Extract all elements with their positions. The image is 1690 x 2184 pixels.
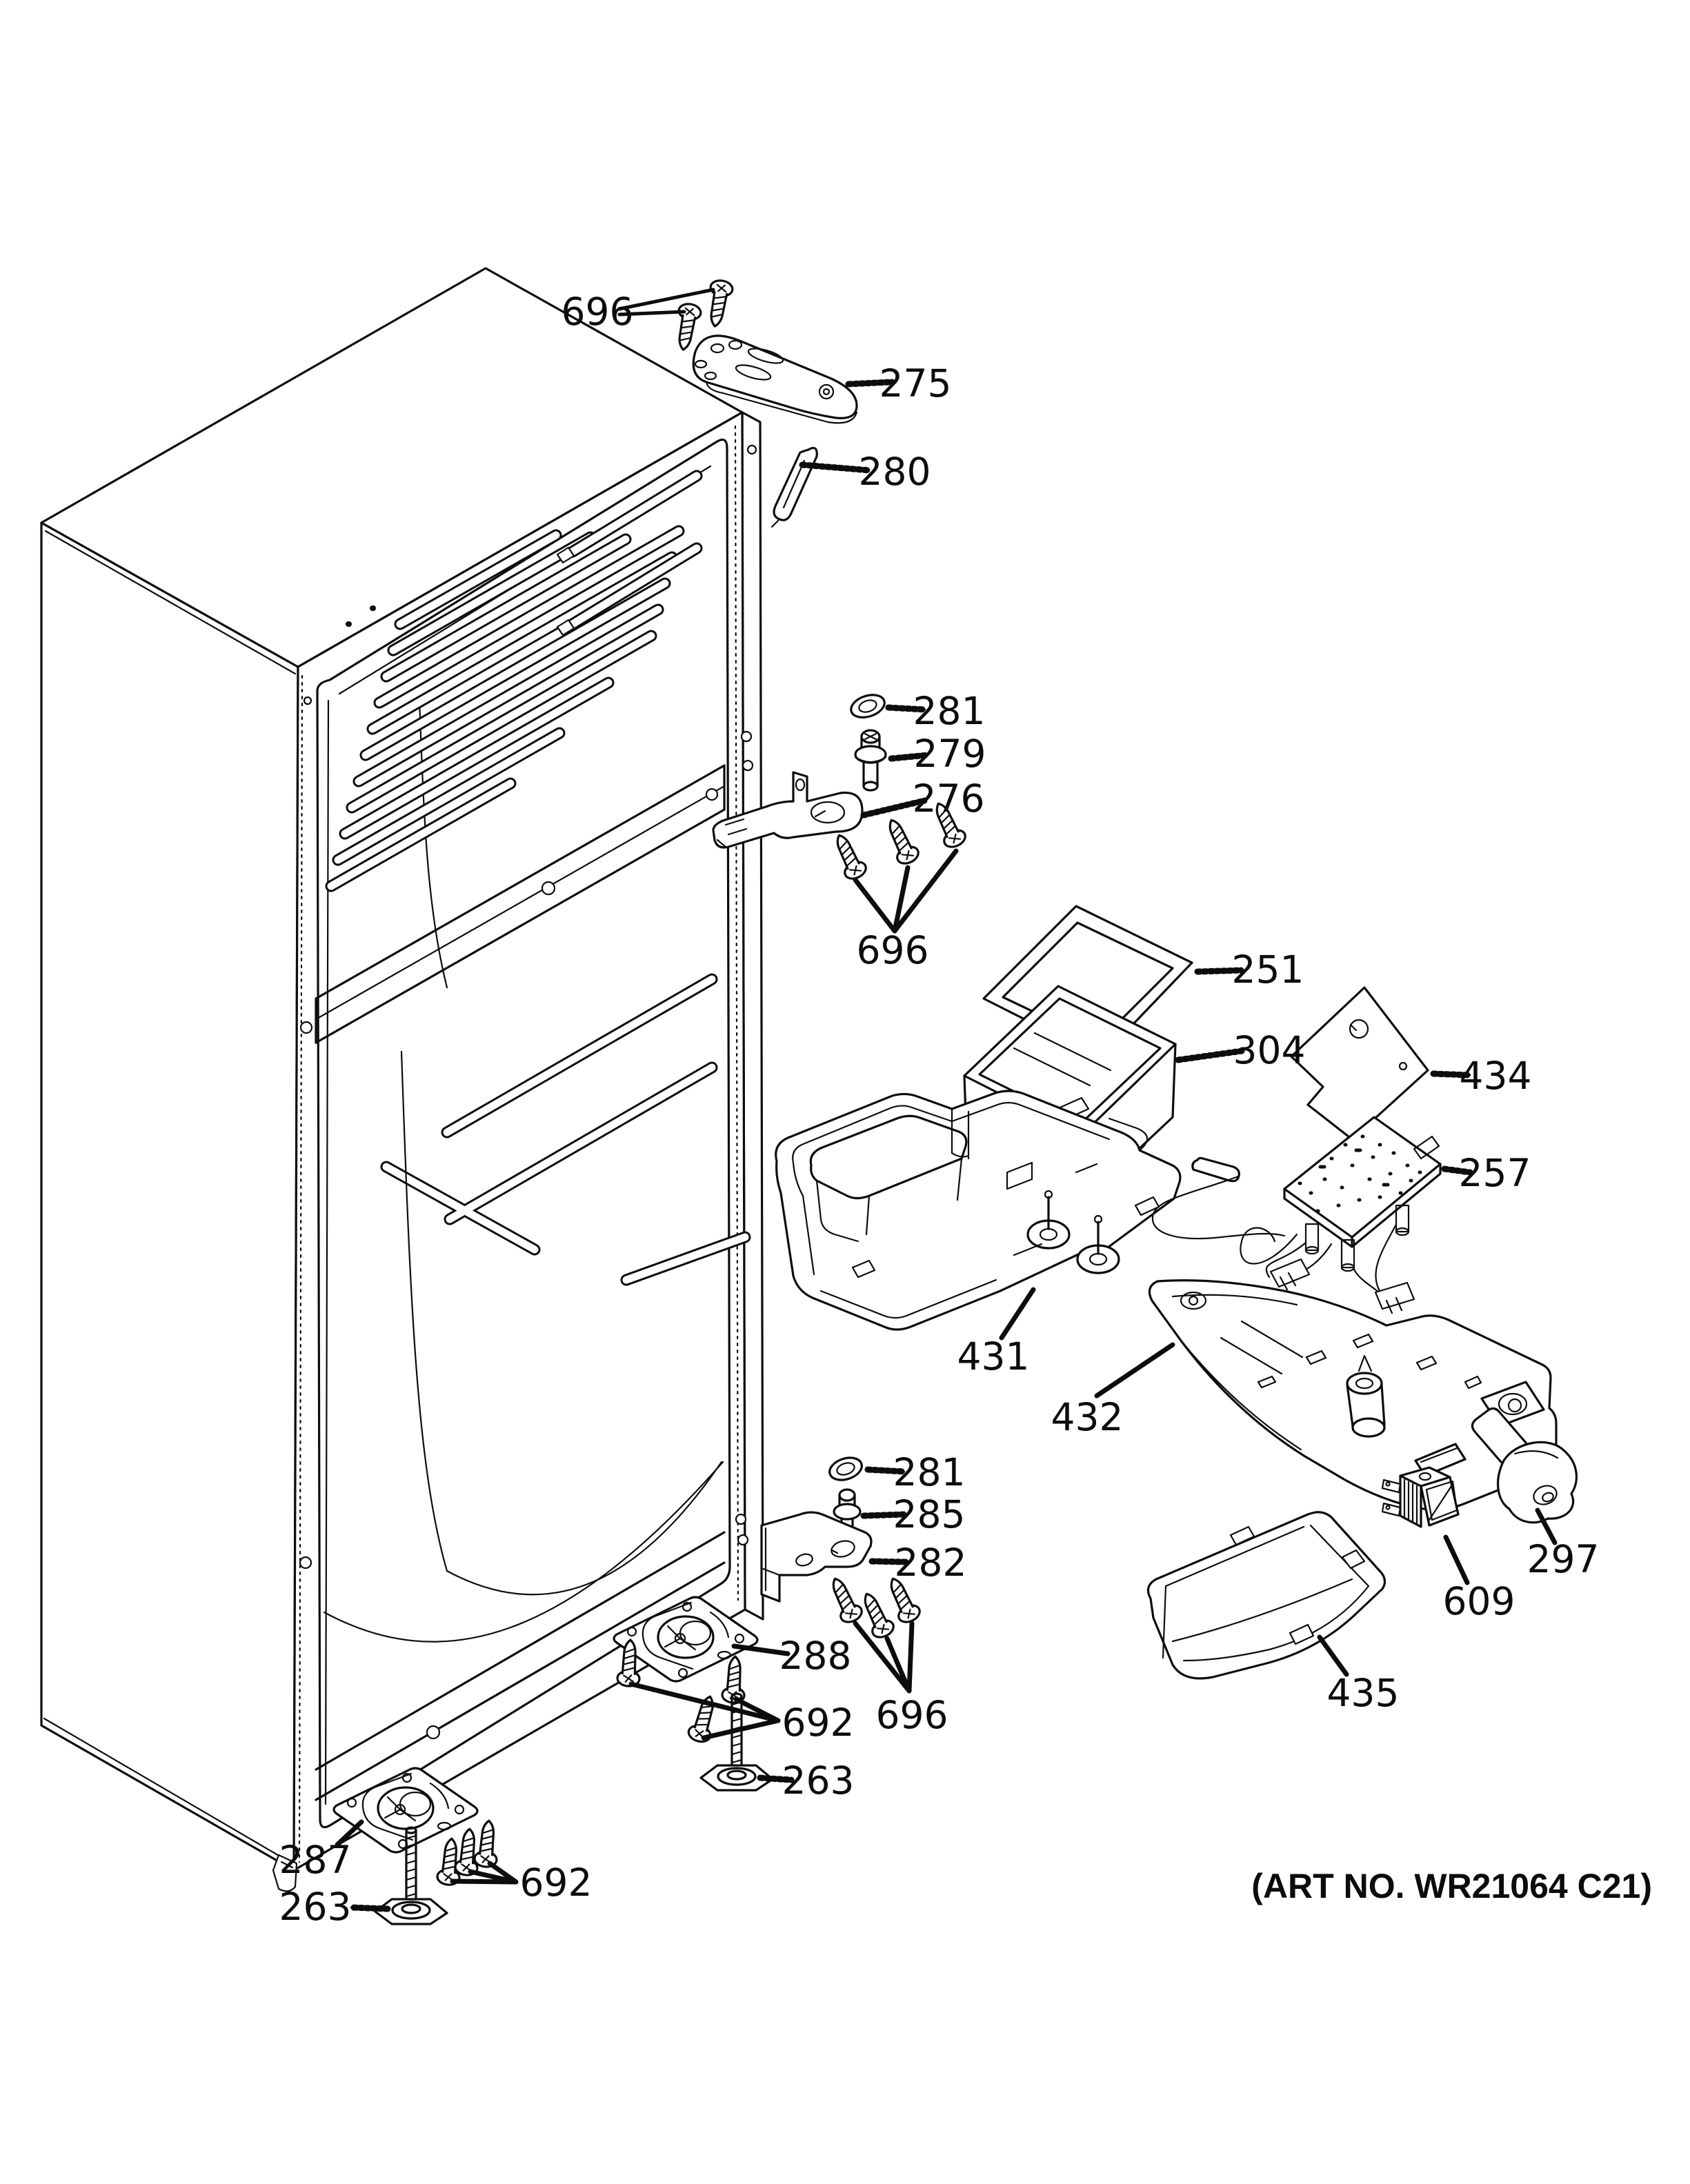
- cabinet-corner-foot: [272, 1854, 298, 1892]
- leader-692-bot: [450, 1861, 519, 1885]
- callout-287: 287: [279, 1838, 352, 1882]
- callout-280: 280: [859, 450, 931, 494]
- middle-hinge-bracket-276: [712, 771, 864, 849]
- callout-297: 297: [1527, 1537, 1600, 1581]
- callout-263-bot: 263: [279, 1885, 352, 1929]
- leader-431: [999, 1287, 1036, 1341]
- harness-connector: [1374, 1281, 1415, 1310]
- callout-692-bot: 692: [520, 1861, 593, 1905]
- middle-hinge-pin-279: [854, 729, 887, 792]
- middle-hinge-washer-281: [850, 694, 886, 719]
- leader-696-bot: [853, 1621, 915, 1694]
- callout-282: 282: [895, 1541, 967, 1585]
- fresh-food-wall-rails: [380, 973, 751, 1286]
- light-shield-435: [1146, 1511, 1386, 1680]
- harness-connector: [1269, 1258, 1311, 1288]
- leader-692-mid: [628, 1681, 781, 1741]
- callout-263-mid: 263: [782, 1759, 855, 1803]
- leader-297: [1535, 1507, 1558, 1545]
- art-number: (ART NO. WR21064 C21): [1251, 1867, 1652, 1905]
- callout-251: 251: [1232, 948, 1304, 992]
- leader-287: [335, 1819, 364, 1847]
- callout-275: 275: [879, 361, 952, 405]
- control-board-257: [1151, 1116, 1442, 1314]
- leader-288: [731, 1643, 791, 1656]
- lower-duct-tray-432: [1148, 1279, 1558, 1511]
- callout-609: 609: [1443, 1579, 1515, 1623]
- callout-435: 435: [1327, 1671, 1400, 1715]
- callout-696-mid: 696: [857, 928, 929, 972]
- callout-434: 434: [1460, 1054, 1532, 1098]
- light-switch-609: [1381, 1466, 1460, 1528]
- leader-696-top: [617, 288, 715, 317]
- upper-duct-tray-431: [775, 1090, 1182, 1331]
- callout-431: 431: [957, 1334, 1030, 1379]
- leader-432: [1094, 1342, 1175, 1399]
- callout-279: 279: [914, 732, 986, 776]
- callout-692-mid: 692: [782, 1701, 855, 1745]
- callout-696-top: 696: [561, 290, 634, 334]
- callout-304: 304: [1233, 1028, 1306, 1072]
- callout-285: 285: [893, 1492, 966, 1536]
- refrigerator-cabinet: [40, 267, 764, 1892]
- freezer-floor-ribs: [325, 525, 685, 892]
- thermistor-probe: [1191, 1156, 1240, 1183]
- control-knob-297: [1471, 1407, 1578, 1524]
- leader-696-mid: [853, 848, 959, 934]
- callout-281-bot: 281: [893, 1450, 966, 1494]
- callout-276: 276: [913, 777, 985, 821]
- freezer-divider-mullion: [315, 764, 726, 1044]
- bottom-hinge-washer-281: [828, 1456, 863, 1481]
- callout-432: 432: [1051, 1395, 1124, 1439]
- hinge-shim-280: [771, 447, 818, 528]
- leader-435: [1317, 1634, 1349, 1677]
- leader-lines: [335, 288, 1558, 1912]
- callout-labels: 696 275 280 281 279 276 696 251 304 434 …: [279, 290, 1652, 1929]
- top-hinge-275: [692, 334, 858, 424]
- freezer-wall-rails: [556, 470, 703, 637]
- callout-281-mid: 281: [913, 689, 986, 733]
- leader-609: [1443, 1534, 1470, 1585]
- board-cover-434: [1290, 986, 1429, 1141]
- callout-257: 257: [1459, 1151, 1531, 1195]
- callout-288: 288: [779, 1634, 852, 1678]
- callout-696-bot: 696: [876, 1693, 948, 1737]
- bottom-hinge-bracket-282: [760, 1511, 873, 1603]
